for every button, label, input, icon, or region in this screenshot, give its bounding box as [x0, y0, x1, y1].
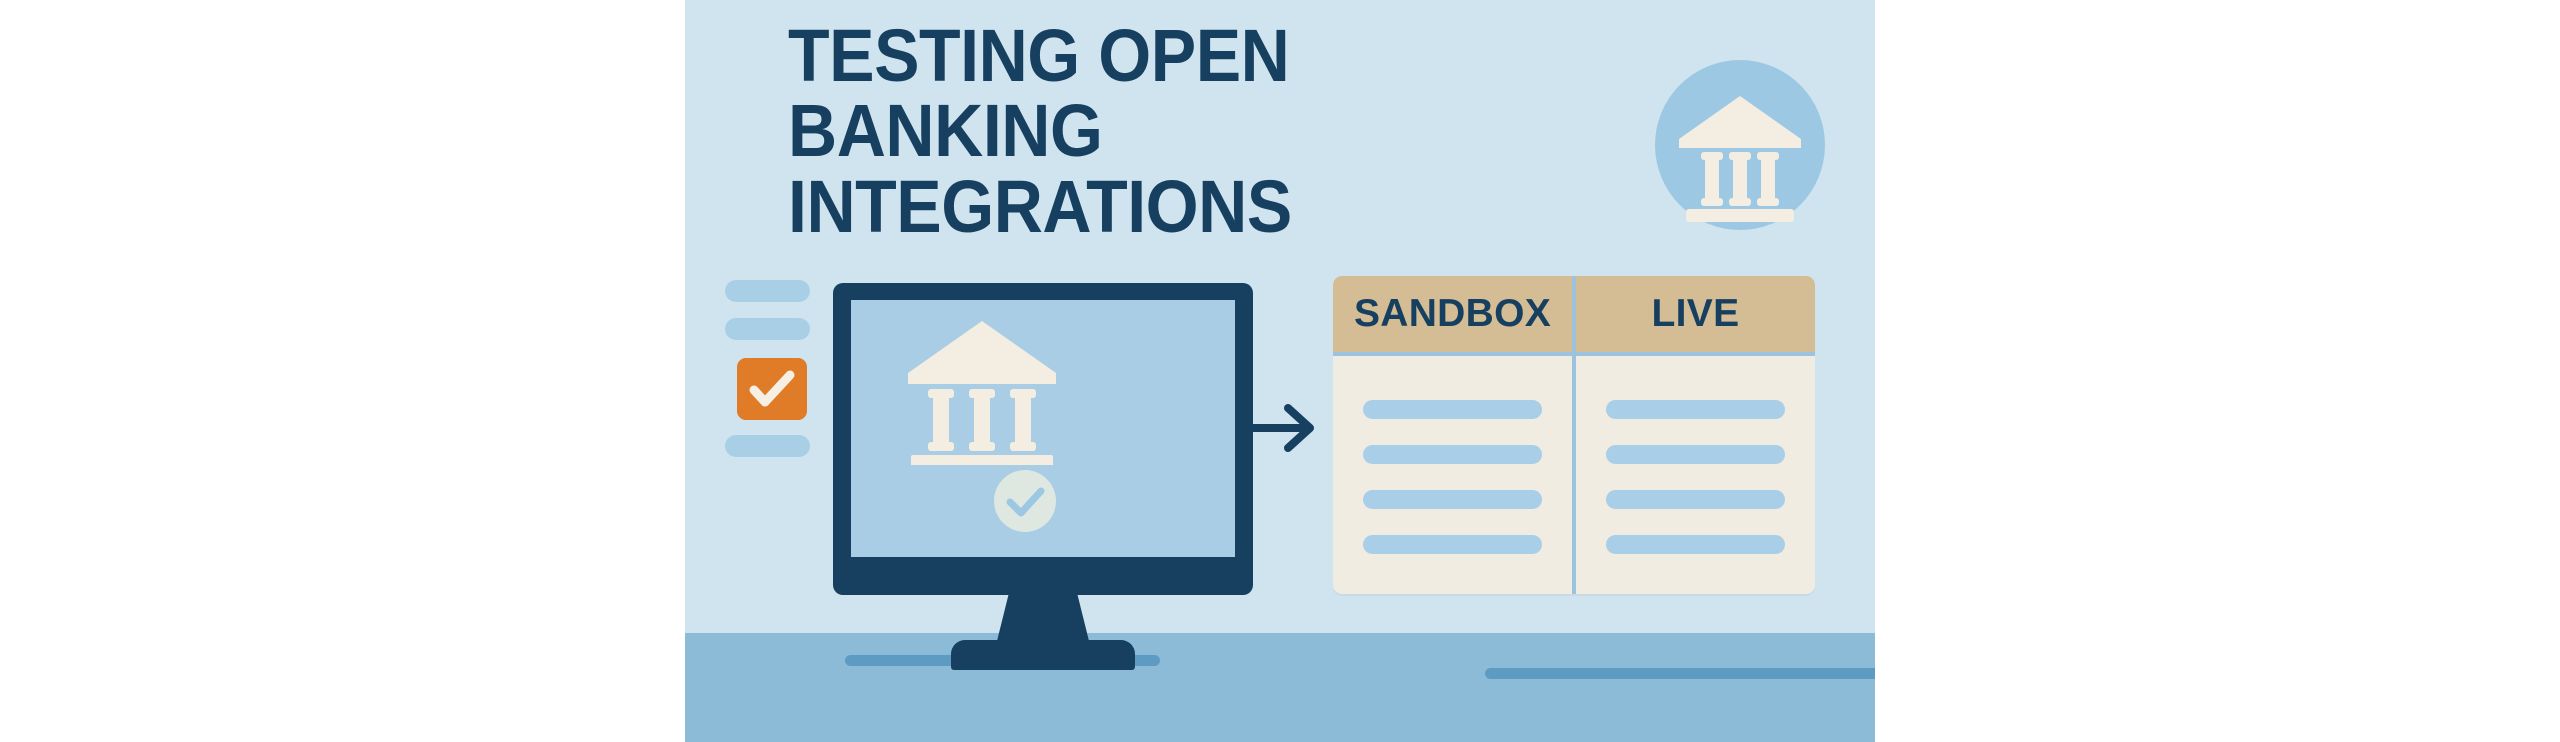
placeholder-bar-2 — [725, 318, 810, 340]
floor-shadow-right — [1485, 668, 1875, 679]
screen-status-badge — [994, 470, 1056, 532]
sandbox-row-2 — [1363, 445, 1542, 464]
card-body — [1333, 356, 1815, 594]
page-title: TESTING OPEN BANKING INTEGRATIONS — [788, 14, 1292, 248]
placeholder-bar-1 — [725, 280, 810, 302]
column-header-sandbox[interactable]: SANDBOX — [1333, 276, 1576, 352]
column-header-live[interactable]: LIVE — [1651, 292, 1740, 335]
checkbox-checked[interactable] — [737, 358, 807, 420]
live-row-4 — [1606, 535, 1785, 554]
sandbox-row-3 — [1363, 490, 1542, 509]
bank-icon — [1679, 96, 1801, 222]
bank-badge — [1655, 60, 1825, 230]
open-banking-illustration: TESTING OPEN BANKING INTEGRATIONS — [685, 0, 1875, 742]
live-row-3 — [1606, 490, 1785, 509]
floor-band — [685, 633, 1875, 742]
column-body-sandbox — [1333, 356, 1576, 594]
monitor-base — [951, 640, 1135, 670]
check-icon — [749, 370, 795, 407]
screen-bank-graphic — [907, 315, 1057, 470]
check-circle-icon — [1006, 487, 1045, 517]
card-header-row: SANDBOX LIVE — [1333, 276, 1815, 356]
bank-icon — [908, 321, 1056, 469]
sandbox-row-4 — [1363, 535, 1542, 554]
column-body-live — [1576, 356, 1815, 594]
flow-arrow — [1250, 400, 1320, 461]
arrow-right-icon — [1250, 404, 1314, 452]
environment-comparison-card: SANDBOX LIVE — [1333, 276, 1815, 594]
placeholder-bar-3 — [725, 435, 810, 457]
live-row-2 — [1606, 445, 1785, 464]
sandbox-row-1 — [1363, 400, 1542, 419]
live-row-1 — [1606, 400, 1785, 419]
